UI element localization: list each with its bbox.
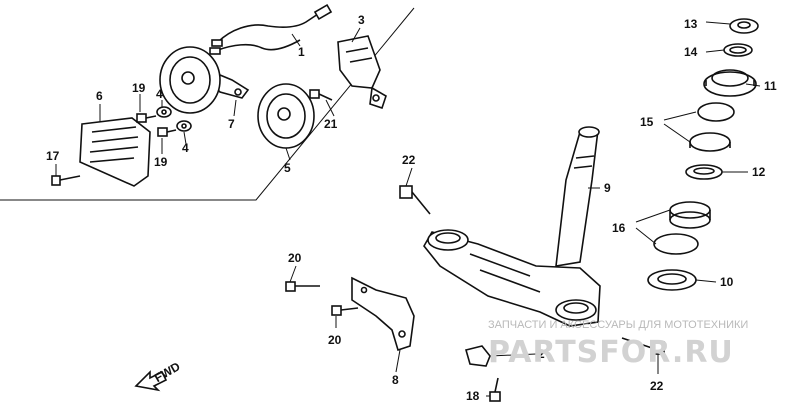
- label-4-upper: 4: [156, 87, 163, 101]
- part-16-lower-bearing[interactable]: [653, 201, 711, 255]
- watermark-text: ЗАПЧАСТИ И АКСЕССУАРЫ ДЛЯ МОТОТЕХНИКИ: [488, 319, 748, 331]
- label-6: 6: [96, 89, 103, 103]
- label-15: 15: [640, 115, 654, 129]
- part-20-bolt-upper[interactable]: [285, 281, 320, 292]
- part-5-horn-front[interactable]: [257, 83, 315, 149]
- label-16: 16: [612, 221, 626, 235]
- part-4-washer-upper[interactable]: [156, 106, 172, 118]
- part-2-cable-clamp[interactable]: [465, 345, 491, 367]
- label-8: 8: [392, 373, 399, 387]
- part-19-bolt-upper[interactable]: [136, 113, 157, 123]
- label-9: 9: [604, 181, 611, 195]
- label-2: 2: [538, 347, 545, 361]
- label-19-upper: 19: [132, 81, 146, 95]
- part-8-bracket[interactable]: [351, 276, 415, 352]
- watermark-logo: PARTSFOR.RU: [488, 335, 734, 370]
- part-6-horn-cover[interactable]: [79, 117, 151, 187]
- part-15-upper-bearing[interactable]: [689, 102, 735, 152]
- part-13-nut[interactable]: [729, 18, 759, 34]
- label-17: 17: [46, 149, 60, 163]
- label-10: 10: [720, 275, 734, 289]
- part-11-adjusting-nut[interactable]: [703, 69, 757, 97]
- fwd-label: FWD: [152, 359, 183, 385]
- part-19-bolt-lower[interactable]: [157, 127, 177, 137]
- part-4-washer-lower[interactable]: [176, 120, 192, 132]
- part-17-bolt[interactable]: [51, 175, 81, 186]
- label-18: 18: [466, 389, 480, 403]
- label-20-upper: 20: [288, 251, 302, 265]
- label-19-lower: 19: [154, 155, 168, 169]
- label-22-upper: 22: [402, 153, 416, 167]
- part-10-dust-seal-lower[interactable]: [647, 269, 697, 291]
- part-20-bolt-lower[interactable]: [331, 305, 359, 316]
- part-labels: 1 3 6 19 4 4 19 7 5 21 17 13 14 11 15 12…: [46, 13, 777, 403]
- part-21-bolt[interactable]: [309, 89, 333, 101]
- label-21: 21: [324, 117, 338, 131]
- label-11: 11: [764, 79, 777, 93]
- part-12-dust-seal[interactable]: [685, 164, 723, 180]
- part-18-bolt[interactable]: [489, 377, 501, 402]
- label-12: 12: [752, 165, 766, 179]
- label-20-lower: 20: [328, 333, 342, 347]
- label-13: 13: [684, 17, 698, 31]
- part-5-horn-rear[interactable]: [159, 46, 221, 114]
- fwd-arrow: [134, 370, 168, 392]
- label-22-lower: 22: [650, 379, 664, 393]
- label-7: 7: [228, 117, 235, 131]
- part-14-washer[interactable]: [723, 43, 753, 57]
- label-1: 1: [298, 45, 305, 59]
- label-5: 5: [284, 161, 291, 175]
- leader-lines: [55, 21, 761, 397]
- label-3: 3: [358, 13, 365, 27]
- label-14: 14: [684, 45, 698, 59]
- part-3-relay-bracket[interactable]: [337, 35, 387, 110]
- label-4-lower: 4: [182, 141, 189, 155]
- part-9-steering-stem[interactable]: [423, 126, 601, 327]
- part-22-bolt-upper[interactable]: [399, 185, 431, 215]
- part-1-wire-harness[interactable]: [209, 3, 333, 55]
